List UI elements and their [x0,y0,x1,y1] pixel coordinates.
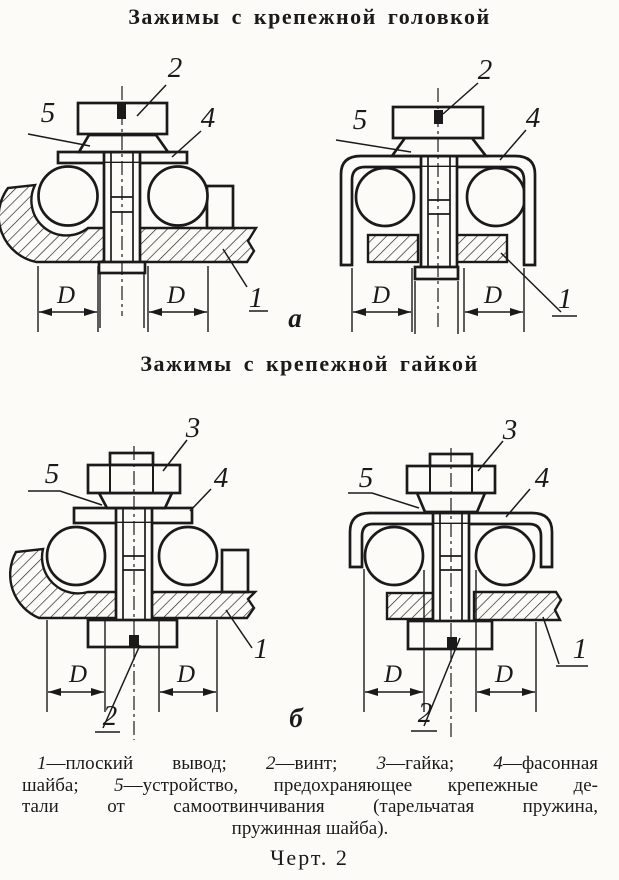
dim-label-d: D [68,661,87,688]
figure-caption: 1—плоский вывод; 2—винт; 3—гайка; 4—фасо… [22,753,598,839]
caption-text: шайба; [22,774,115,796]
terminal-plate-right [472,590,563,622]
caption-text: —плоский вывод; [46,753,266,774]
caption-text: —устройство, предохраняющее крепежные де… [123,774,598,796]
callout-flat-terminal: 1 [249,282,264,314]
screw-shank [431,513,471,621]
terminal-block-right [453,233,509,264]
shank-flange [413,265,460,281]
screw-shank [114,508,154,620]
callout-shaped-washer: 4 [535,462,550,494]
section-title-head-clamps: Зажимы с крепежной головкой [128,4,491,29]
diagram-head-clamp-shell-washer: D D 2 5 4 1 а [288,54,577,334]
callout-spring-device: 5 [41,97,56,129]
callout-screw: 2 [478,54,493,86]
wire-right [157,525,219,587]
callout-shaped-washer: 4 [526,102,541,134]
caption-text: —винт; [275,753,377,774]
section-title-nut-clamps: Зажимы с крепежной гайкой [140,351,479,376]
caption-line-1: 1—плоский вывод; 2—винт; 3—гайка; 4—фасо… [22,753,598,775]
drawing-number: Черт. 2 [270,845,349,870]
dim-label-d: D [166,282,185,309]
nut-facets [109,465,154,493]
caption-num-2: 2 [265,753,276,774]
terminal-block-left [385,591,435,621]
terminal-plate [0,183,259,264]
caption-num-1: 1 [37,753,47,774]
shaped-washer-shell [339,154,537,267]
callout-shaped-washer: 4 [201,102,216,134]
dimension-group: D D [46,620,218,712]
dim-label-d: D [494,661,513,688]
callout-nut: 3 [502,414,518,446]
diagram-nut-clamp-shell-washer: D D 3 5 4 1 2 б [289,414,588,740]
caption-text: —фасонная [502,753,598,774]
diagram-head-clamp-flat-washer: D D 2 5 4 1 [0,52,268,332]
leader-lines [335,82,577,317]
caption-text: —гайка; [386,753,494,774]
disc-spring [76,133,171,154]
dimension-group: D D [351,268,525,334]
dim-label-d: D [383,661,402,688]
wire-left [363,525,425,587]
leader-lines [27,84,268,312]
dimension-group: D D [37,266,209,332]
wire-right [465,166,527,228]
callout-spring-device: 5 [353,104,368,136]
terminal-plate [8,547,258,620]
diagram-nut-clamp-flat-washer: D D 3 5 4 1 2 [8,412,269,740]
flat-washer [72,506,194,525]
figure-letter-a: а [288,303,302,333]
caption-line-3: тали от самоотвинчивания (тарельчатая пр… [22,796,598,818]
plate-step [205,184,235,230]
callout-spring-device: 5 [45,458,60,490]
bolt-end [108,451,155,467]
caption-line-2: шайба; 5—устройство, предохраняющее креп… [22,775,598,797]
screw-slot [447,637,457,649]
callout-screw: 2 [418,697,433,729]
disc-spring [389,136,489,158]
dim-label-d: D [56,282,75,309]
callout-nut: 3 [185,412,201,444]
nut-facets [429,466,473,493]
callout-screw: 2 [103,700,118,732]
dimension-group: D D [363,569,537,712]
callout-spring-device: 5 [359,462,374,494]
caption-line-4: пружинная шайба). [22,818,598,840]
dim-label-d: D [176,661,195,688]
caption-text: тали от самоотвинчивания (тарельчатая пр… [22,796,598,817]
leader-lines [348,440,588,732]
callout-flat-terminal: 1 [254,633,269,665]
wire-left [37,165,99,227]
spring-washer [96,491,175,510]
callout-screw: 2 [168,52,183,84]
wire-left [354,166,416,228]
leader-lines [28,439,253,733]
wire-left [45,525,107,587]
callout-flat-terminal: 1 [558,283,573,315]
wire-right [147,165,209,227]
screw-shank [419,156,459,267]
terminal-block-left [366,233,420,264]
callout-flat-terminal: 1 [573,633,588,665]
screw-shank [102,152,142,262]
callout-shaped-washer: 4 [214,462,229,494]
dim-label-d: D [483,282,502,309]
figure-letter-b: б [289,703,304,733]
dim-label-d: D [371,282,390,309]
caption-num-3: 3 [376,753,387,774]
plate-step [220,548,250,594]
caption-num-5: 5 [114,774,124,796]
caption-text: пружинная шайба). [231,817,389,839]
caption-num-4: 4 [493,753,503,774]
wire-right [474,525,536,587]
